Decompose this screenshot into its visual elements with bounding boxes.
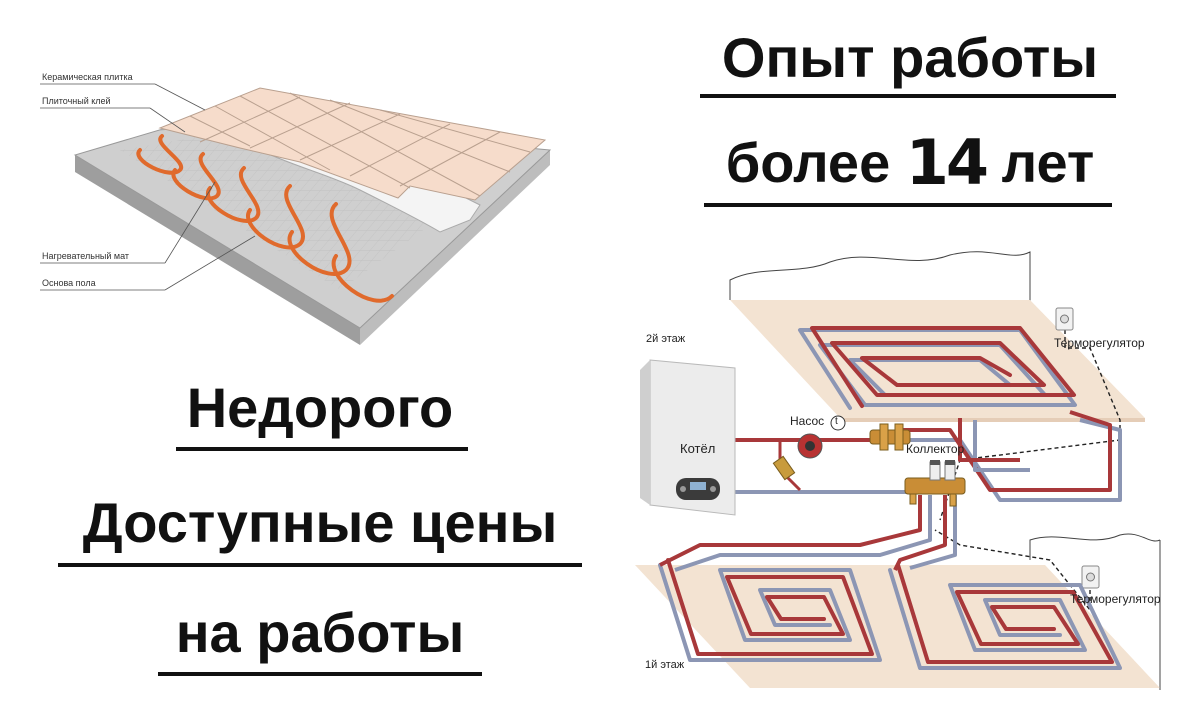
experience-heading: Опыт работы — [721, 26, 1099, 89]
floor-2-label: 2й этаж — [646, 333, 686, 345]
thermometer-icon — [830, 415, 846, 431]
experience-suffix: лет — [1001, 131, 1095, 194]
experience-underline-2 — [704, 203, 1112, 207]
label-floor-base: Основа пола — [42, 278, 96, 288]
prices-heading: Доступные цены — [82, 491, 558, 554]
manifold-icon — [869, 423, 966, 507]
thermostat-top-label: Терморегулятор — [1054, 336, 1145, 350]
works-heading: на работы — [175, 601, 465, 664]
experience-underline-1 — [700, 94, 1116, 98]
manifold-label: Коллектор — [906, 442, 965, 456]
thermo-symbol-label: t — [835, 416, 838, 427]
thermostat-bottom-label: Терморегулятор — [1070, 592, 1161, 606]
pump-label: Насос — [790, 414, 825, 428]
floor-1-label: 1й этаж — [645, 659, 685, 671]
boiler-icon — [640, 359, 736, 516]
experience-number: 14 — [905, 126, 989, 199]
label-tile-adhesive: Плиточный клей — [42, 96, 111, 106]
cheap-underline — [176, 447, 468, 451]
prices-underline — [58, 563, 582, 567]
experience-years: более 14 лет — [700, 130, 1120, 194]
boiler-label: Котёл — [680, 441, 716, 456]
works-underline — [158, 672, 482, 676]
label-heating-mat: Нагревательный мат — [42, 251, 130, 261]
cheap-heading: Недорого — [186, 376, 454, 439]
label-ceramic-tile: Керамическая плитка — [42, 72, 133, 82]
experience-prefix: более — [725, 131, 891, 194]
